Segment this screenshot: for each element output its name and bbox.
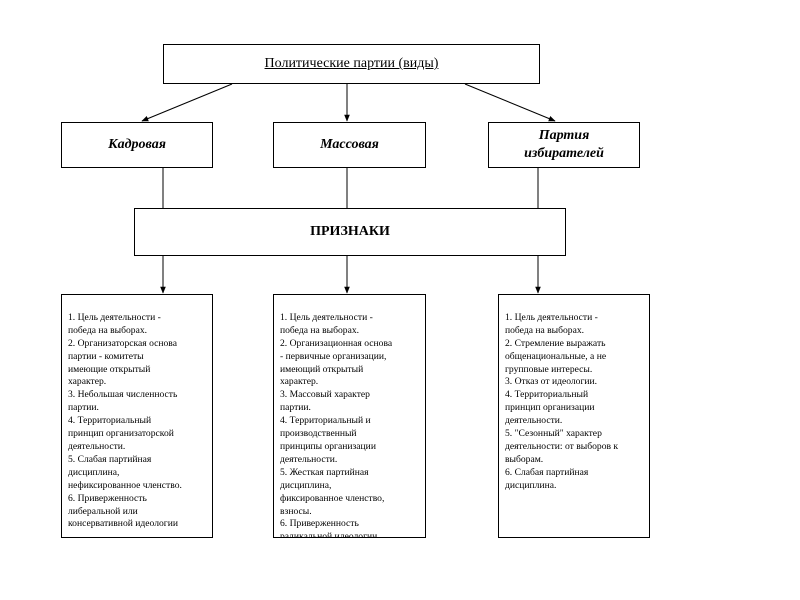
- list-text-kadrovaya: 1. Цель деятельности - победа на выборах…: [68, 311, 182, 530]
- signs-label: ПРИЗНАКИ: [310, 224, 390, 239]
- type-label-kadrovaya: Кадровая: [108, 137, 166, 152]
- type-label-izbirateley: Партия избирателей: [524, 128, 604, 161]
- list-text-massovaya: 1. Цель деятельности - победа на выборах…: [280, 311, 393, 538]
- type-box-izbirateley: Партия избирателей: [488, 122, 640, 168]
- list-box-izbirateley: 1. Цель деятельности - победа на выборах…: [498, 294, 650, 538]
- list-text-izbirateley: 1. Цель деятельности - победа на выборах…: [505, 311, 619, 491]
- diagram-title: Политические партии (виды): [163, 44, 540, 84]
- diagram-title-text: Политические партии (виды): [264, 56, 439, 71]
- arrow-to-izbirateley: [464, 83, 556, 122]
- type-box-massovaya: Массовая: [273, 122, 426, 168]
- list-box-massovaya: 1. Цель деятельности - победа на выборах…: [273, 294, 426, 538]
- list-box-kadrovaya: 1. Цель деятельности - победа на выборах…: [61, 294, 213, 538]
- type-label-massovaya: Массовая: [320, 137, 379, 152]
- arrow-to-kadrovaya: [141, 83, 233, 122]
- signs-box: ПРИЗНАКИ: [134, 208, 566, 256]
- type-box-kadrovaya: Кадровая: [61, 122, 213, 168]
